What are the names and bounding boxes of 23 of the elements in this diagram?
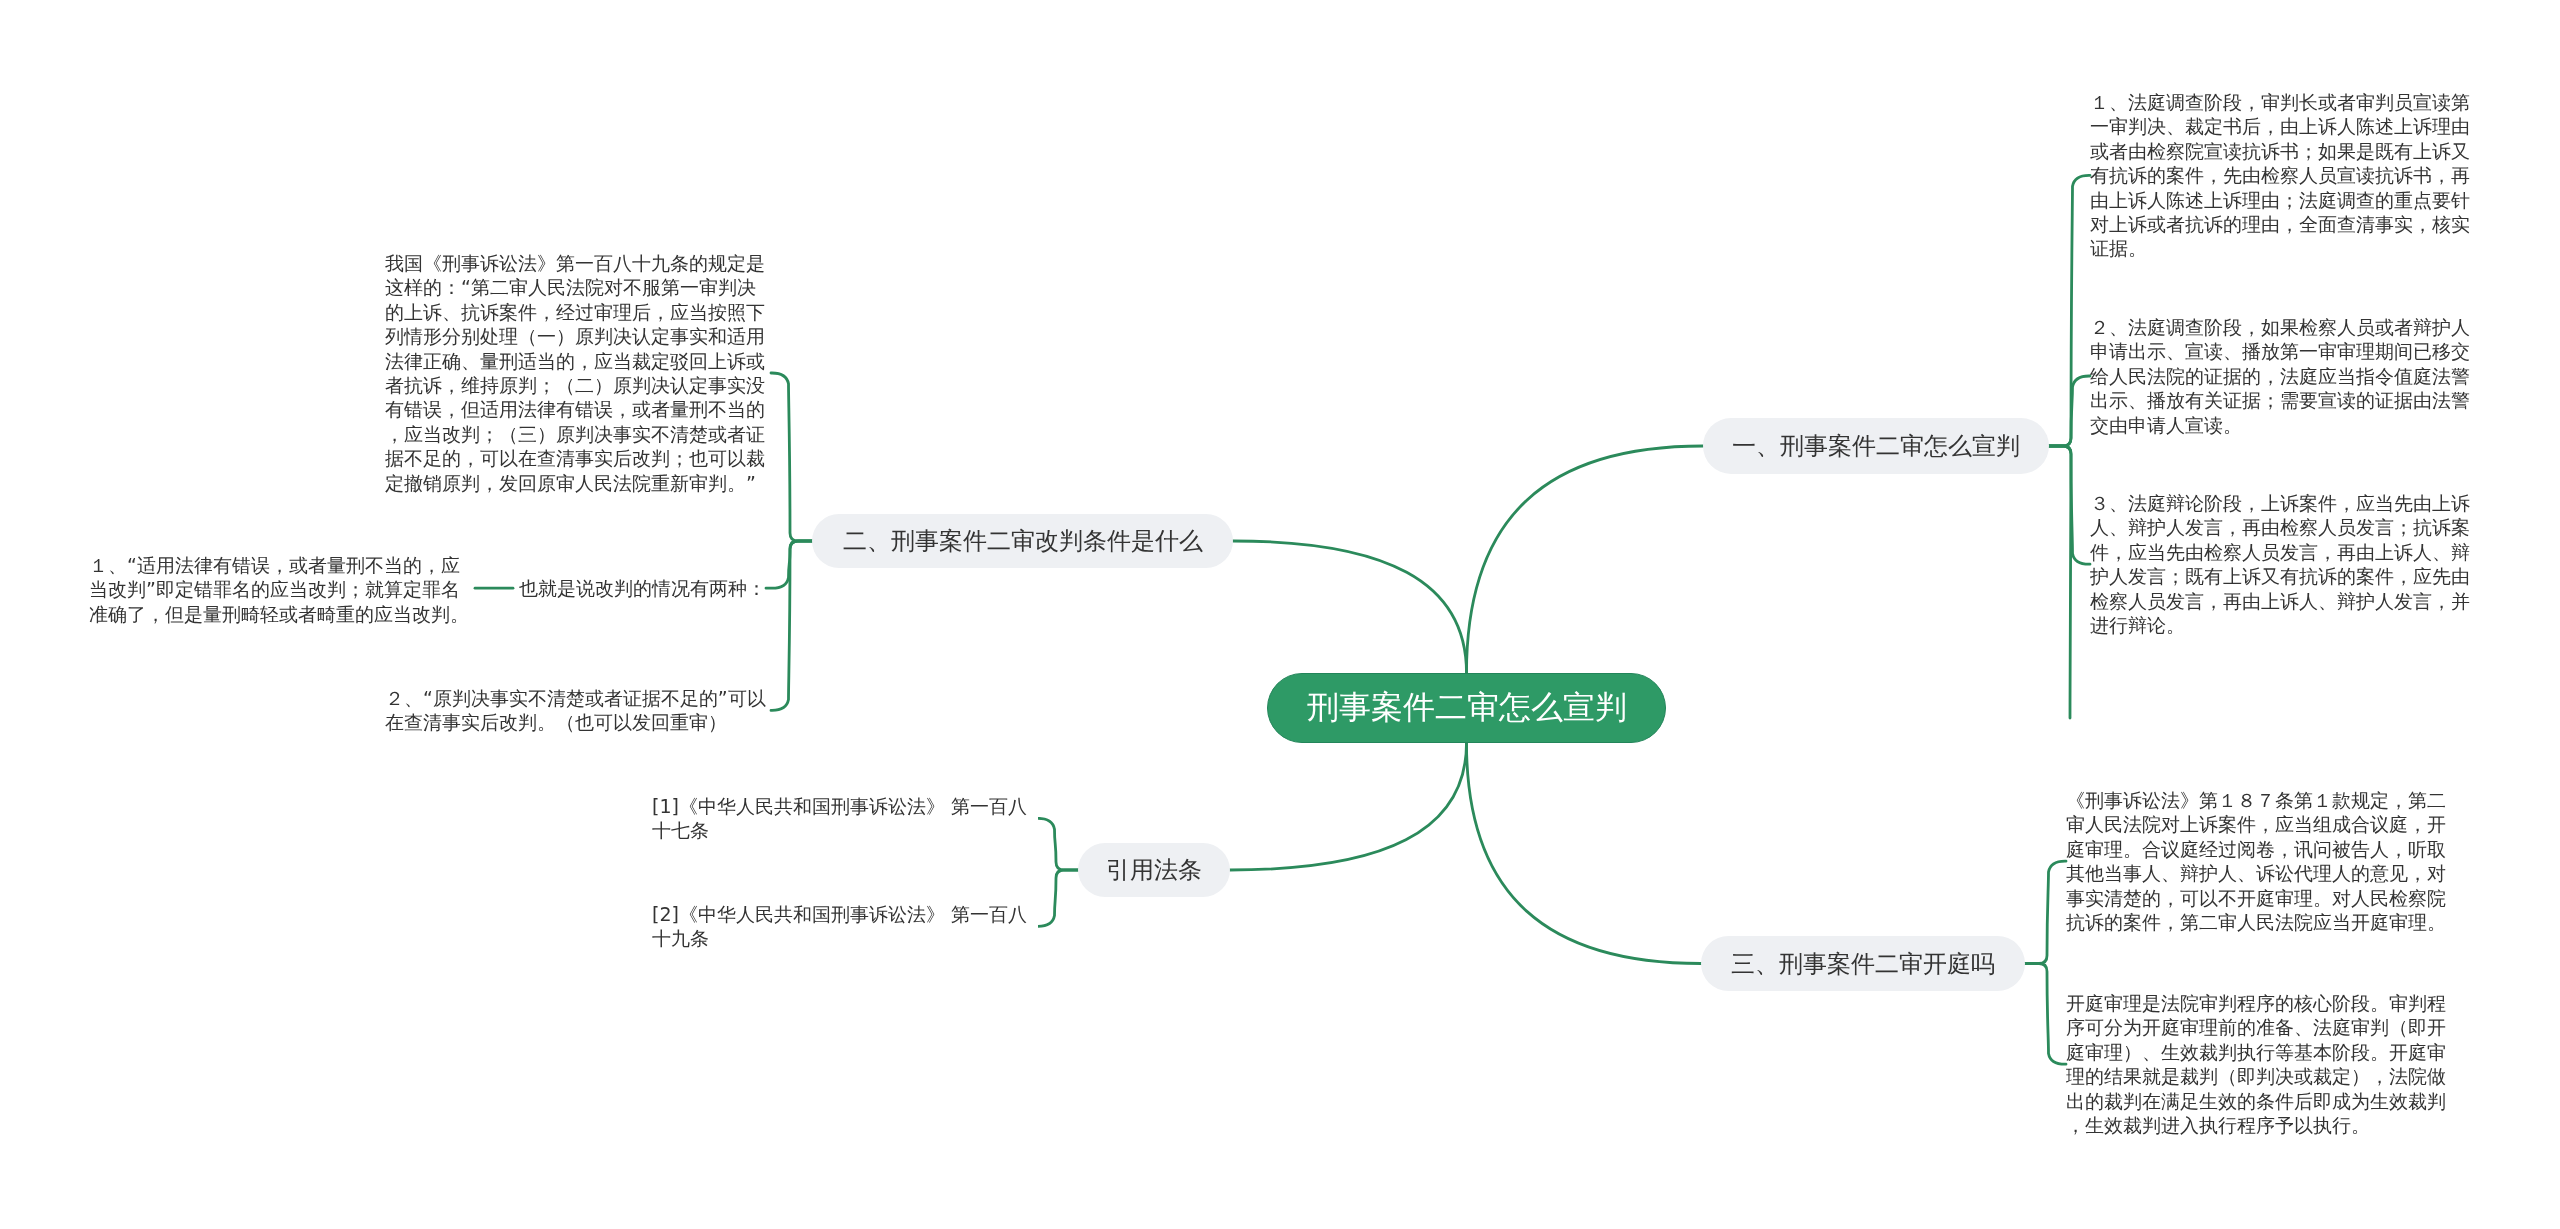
topic-text: 我国《刑事诉讼法》第一百八十九条的规定是这样的：“第二审人民法院对不服第一审判决的上诉、抗诉案件，经过审理后，应当按照下列情形分别处理（一）原判决认定事实和适用法律正确、量刑适当的，应当裁定驳回上诉或者抗诉，维持原判；（二）原判决认定事实没有错误，但适用法律有错误，或者量刑不当的，应当改判；（三）原判决事实不清楚或者证据不足的，可以在查清事实后改判；也可以裁定撤销原判，发回原审人民法院重新审判。”: [385, 251, 771, 496]
topic-text: １、法庭调查阶段，审判长或者审判员宣读第一审判决、裁定书后，由上诉人陈述上诉理由或者由检察院宣读抗诉书；如果是既有上诉又有抗诉的案件，先由检察人员宣读抗诉书，再由上诉人陈述上诉理由；法庭调查的重点要针对上诉或者抗诉的理由，全面查清事实，核实证据。: [2090, 90, 2476, 261]
connector-line: [1231, 539, 1468, 675]
topic-text: ３、法庭辩论阶段，上诉案件，应当先由上诉人、辩护人发言，再由检察人员发言；抗诉案件，应当先由检察人员发言，再由上诉人、辩护人发言；既有上诉又有抗诉的案件，应先由检察人员发言，再由上诉人、辩护人发言，并进行辩论。: [2090, 491, 2476, 638]
connector-line: [769, 539, 814, 712]
connector-line: [473, 586, 515, 590]
central-topic: 刑事案件二审怎么宣判: [1267, 673, 1666, 743]
topic-text: [1]《中华人民共和国刑事诉讼法》 第一百八十七条: [652, 794, 1040, 843]
connector-line: [1036, 868, 1080, 928]
topic-text: 《刑事诉讼法》第１８７条第１款规定，第二审人民法院对上诉案件，应当组成合议庭，开庭审理。合议庭经过阅卷，讯问被告人，听取其他当事人、辩护人、诉讼代理人的意见，对事实清楚的，可以不开庭审理。对人民检察院抗诉的案件，第二审人民法院应当开庭审理。: [2066, 788, 2452, 935]
branch-topic: 三、刑事案件二审开庭吗: [1701, 936, 2025, 991]
topic-text: 开庭审理是法院审判程序的核心阶段。审判程序可分为开庭审理前的准备、法庭审判（即开庭审理）、生效裁判执行等基本阶段。开庭审理的结果就是裁判（即判决或裁定），法院做出的裁判在满足生效的条件后即成为生效裁判，生效裁判进入执行程序予以执行。: [2066, 991, 2452, 1138]
topic-text: [2]《中华人民共和国刑事诉讼法》 第一百八十九条: [652, 902, 1040, 951]
connector-line: [1465, 741, 1703, 965]
connector-line: [2023, 962, 2068, 1066]
topic-text: 也就是说改判的情况有两种：: [513, 576, 766, 601]
branch-topic: 一、刑事案件二审怎么宣判: [1703, 418, 2049, 474]
connector-line: [2047, 444, 2073, 720]
topic-text: １、“适用法律有错误，或者量刑不当的，应当改判”即定错罪名的应当改判；就算定罪名准确了，但是量刑畸轻或者畸重的应当改判。: [89, 553, 475, 627]
branch-topic: 二、刑事案件二审改判条件是什么: [812, 514, 1233, 568]
branch-topic: 引用法条: [1078, 843, 1230, 897]
topic-text: ２、“原判决事实不清楚或者证据不足的”可以在查清事实后改判。（也可以发回重审）: [385, 686, 771, 735]
topic-text: ２、法庭调查阶段，如果检察人员或者辩护人申请出示、宣读、播放第一审审理期间已移交给人民法院的证据的，法庭应当指令值庭法警出示、播放有关证据；需要宣读的证据由法警交由申请人宣读。: [2090, 315, 2476, 438]
